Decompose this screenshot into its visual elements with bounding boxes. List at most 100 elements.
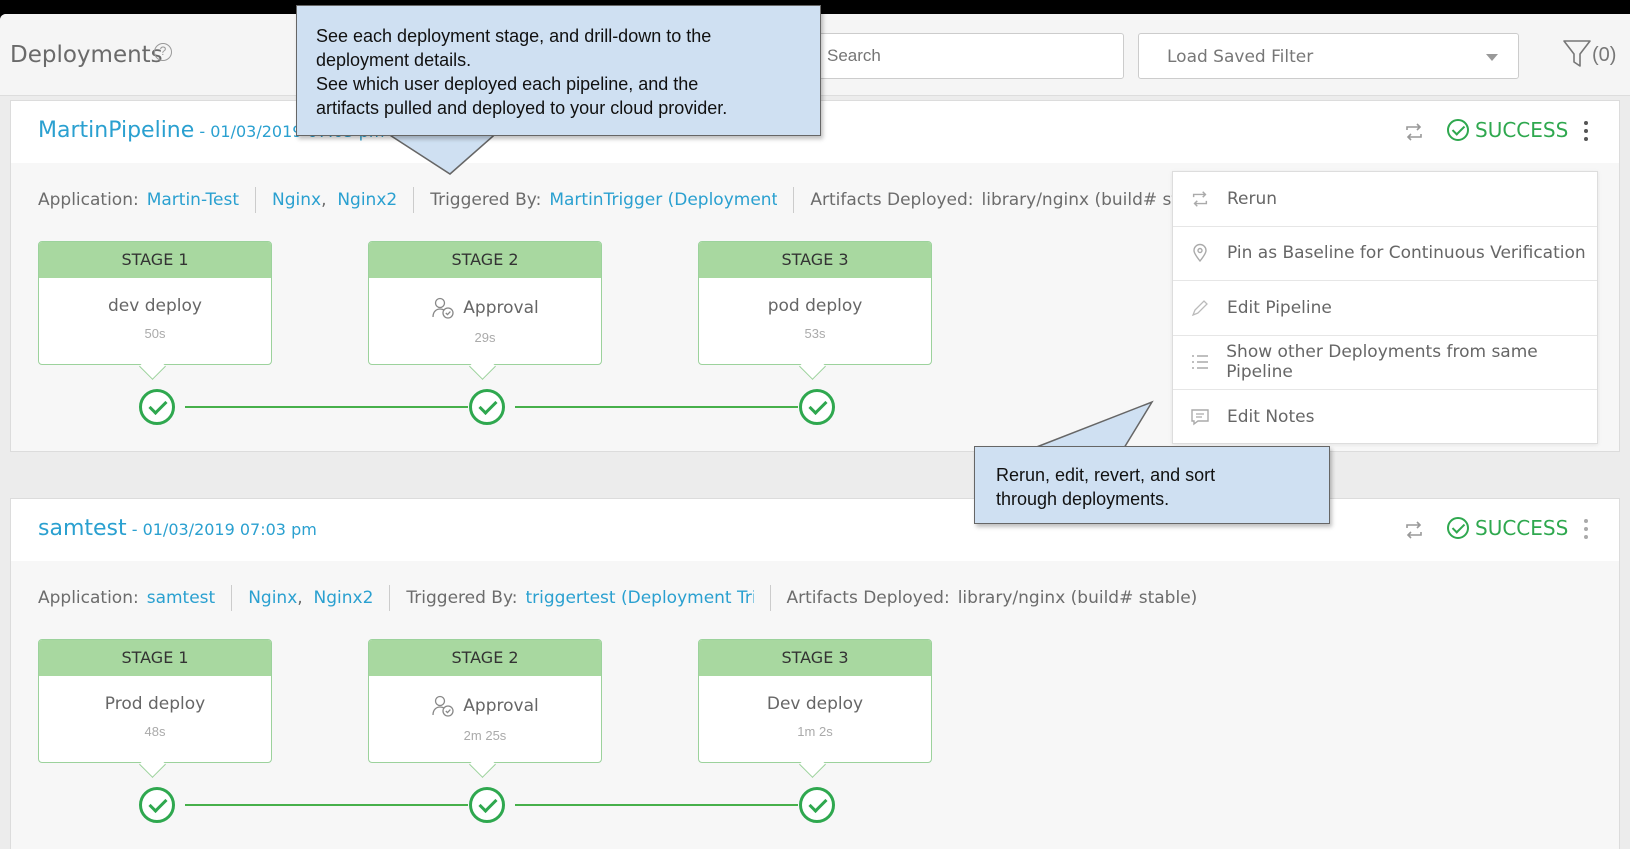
stage-header: STAGE 3 — [699, 640, 931, 676]
pipeline-name-link[interactable]: samtest - 01/03/2019 07:03 pm — [38, 516, 317, 541]
callout-line: through deployments. — [996, 489, 1170, 509]
callout-line: See which user deployed each pipeline, a… — [316, 74, 699, 94]
stage-name: Dev deploy — [699, 694, 931, 714]
stage-duration: 2m 25s — [463, 728, 507, 743]
page-title: Deployments — [10, 42, 163, 68]
stage-name: pod deploy — [699, 296, 931, 316]
stage-success-check-icon[interactable] — [139, 787, 175, 823]
pin-icon — [1189, 242, 1211, 264]
saved-filter-select[interactable]: Load Saved Filter — [1138, 33, 1519, 79]
stage-card[interactable]: STAGE 2 Approval 2m 25s — [368, 639, 602, 763]
service-link[interactable]: Nginx — [272, 190, 322, 210]
application-link[interactable]: samtest — [146, 588, 216, 608]
more-options-icon[interactable] — [1583, 517, 1589, 541]
trigger-link[interactable]: MartinTrigger (Deployment T — [549, 190, 778, 210]
callout-line: artifacts pulled and deployed to your cl… — [316, 98, 728, 118]
stage-header: STAGE 3 — [699, 242, 931, 278]
artifacts-label: Artifacts Deployed: — [786, 588, 950, 608]
menu-item-label: Rerun — [1227, 188, 1278, 209]
divider — [769, 585, 771, 611]
stage-header: STAGE 1 — [39, 242, 271, 278]
pipeline-connector — [515, 406, 798, 408]
application-link[interactable]: Martin-Test — [146, 190, 240, 210]
more-options-icon[interactable] — [1583, 119, 1589, 143]
rerun-icon[interactable] — [1403, 519, 1425, 541]
filter-count[interactable]: (0) — [1592, 44, 1617, 66]
stage-duration: 1m 2s — [797, 724, 833, 739]
approval-user-icon — [432, 695, 454, 717]
deployment-actions-menu: Rerun Pin as Baseline for Continuous Ver… — [1172, 171, 1598, 444]
stage-name-text: dev deploy — [108, 296, 202, 316]
stage-card[interactable]: STAGE 1 Prod deploy 48s — [38, 639, 272, 763]
menu-item-label: Pin as Baseline for Continuous Verificat… — [1227, 243, 1586, 264]
divider — [231, 585, 233, 611]
stage-success-check-icon[interactable] — [799, 787, 835, 823]
stage-duration: 48s — [144, 724, 166, 739]
chevron-down-icon — [1486, 54, 1498, 61]
stage-name: Approval — [369, 694, 601, 718]
pipeline-connector — [515, 804, 798, 806]
pipeline-connector — [185, 406, 468, 408]
stage-name: Prod deploy — [39, 694, 271, 714]
stage-success-check-icon[interactable] — [469, 787, 505, 823]
check-circle-icon — [1447, 517, 1469, 539]
callout-line: Rerun, edit, revert, and sort — [996, 465, 1216, 485]
divider — [413, 187, 415, 213]
stage-success-check-icon[interactable] — [139, 389, 175, 425]
stage-duration: 50s — [144, 326, 166, 341]
callout-pointer — [1033, 400, 1154, 449]
menu-item-show-other-deployments[interactable]: Show other Deployments from same Pipelin… — [1173, 336, 1597, 390]
help-icon[interactable]: ? — [154, 43, 172, 61]
stage-success-check-icon[interactable] — [799, 389, 835, 425]
menu-item-label: Edit Notes — [1227, 407, 1315, 428]
comma: , — [321, 190, 338, 210]
stage-header: STAGE 2 — [369, 242, 601, 278]
application-label: Application: — [38, 588, 139, 608]
pipeline-name[interactable]: MartinPipeline — [38, 118, 195, 143]
artifacts-value: library/nginx (build# stable) — [957, 588, 1198, 608]
stage-duration: 53s — [804, 326, 826, 341]
divider — [793, 187, 795, 213]
callout-line: deployment details. — [316, 50, 472, 70]
stage-header: STAGE 2 — [369, 640, 601, 676]
notes-icon — [1189, 406, 1211, 428]
stage-card[interactable]: STAGE 3 Dev deploy 1m 2s — [698, 639, 932, 763]
menu-item-edit-notes[interactable]: Edit Notes — [1173, 390, 1597, 445]
pencil-icon — [1189, 297, 1211, 319]
menu-item-edit-pipeline[interactable]: Edit Pipeline — [1173, 281, 1597, 336]
list-icon — [1189, 351, 1210, 373]
deployment-time: - 01/03/2019 07:03 pm — [126, 520, 317, 539]
deployment-meta: Application: samtest Nginx, Nginx2 Trigg… — [38, 585, 1197, 611]
triggered-by-label: Triggered By: — [430, 190, 542, 210]
check-circle-icon — [1447, 119, 1469, 141]
divider — [255, 187, 257, 213]
rerun-icon — [1189, 188, 1211, 210]
stage-name-text: Dev deploy — [766, 694, 864, 714]
pipeline-connector — [185, 804, 468, 806]
stage-card[interactable]: STAGE 1 dev deploy 50s — [38, 241, 272, 365]
menu-item-rerun[interactable]: Rerun — [1173, 172, 1597, 227]
pipeline-name[interactable]: samtest — [38, 516, 127, 541]
stage-header: STAGE 1 — [39, 640, 271, 676]
rerun-icon[interactable] — [1403, 121, 1425, 143]
search-input[interactable] — [790, 33, 1124, 79]
stage-name-text: Approval — [463, 696, 539, 716]
app-window: Deployments ? Load Saved Filter (0) Mart… — [0, 14, 1630, 849]
callout-stages: See each deployment stage, and drill-dow… — [296, 5, 821, 136]
service-link[interactable]: Nginx2 — [313, 588, 374, 608]
deployment-card: samtest - 01/03/2019 07:03 pm SUCCESS Ap… — [10, 498, 1620, 849]
deployment-card-header: samtest - 01/03/2019 07:03 pm SUCCESS — [11, 499, 1619, 561]
deployment-meta: Application: Martin-Test Nginx, Nginx2 T… — [38, 187, 1221, 213]
menu-item-pin-baseline[interactable]: Pin as Baseline for Continuous Verificat… — [1173, 227, 1597, 281]
status-badge: SUCCESS — [1447, 118, 1568, 142]
menu-item-label: Edit Pipeline — [1227, 297, 1332, 318]
filter-icon[interactable] — [1562, 38, 1592, 70]
stage-card[interactable]: STAGE 3 pod deploy 53s — [698, 241, 932, 365]
service-link[interactable]: Nginx2 — [337, 190, 398, 210]
menu-item-label: Show other Deployments from same Pipelin… — [1226, 342, 1538, 383]
stage-card[interactable]: STAGE 2 Approval 29s — [368, 241, 602, 365]
service-link[interactable]: Nginx — [248, 588, 298, 608]
trigger-link[interactable]: triggertest (Deployment Trigg — [525, 588, 754, 608]
stage-success-check-icon[interactable] — [469, 389, 505, 425]
status-text: SUCCESS — [1475, 516, 1569, 540]
